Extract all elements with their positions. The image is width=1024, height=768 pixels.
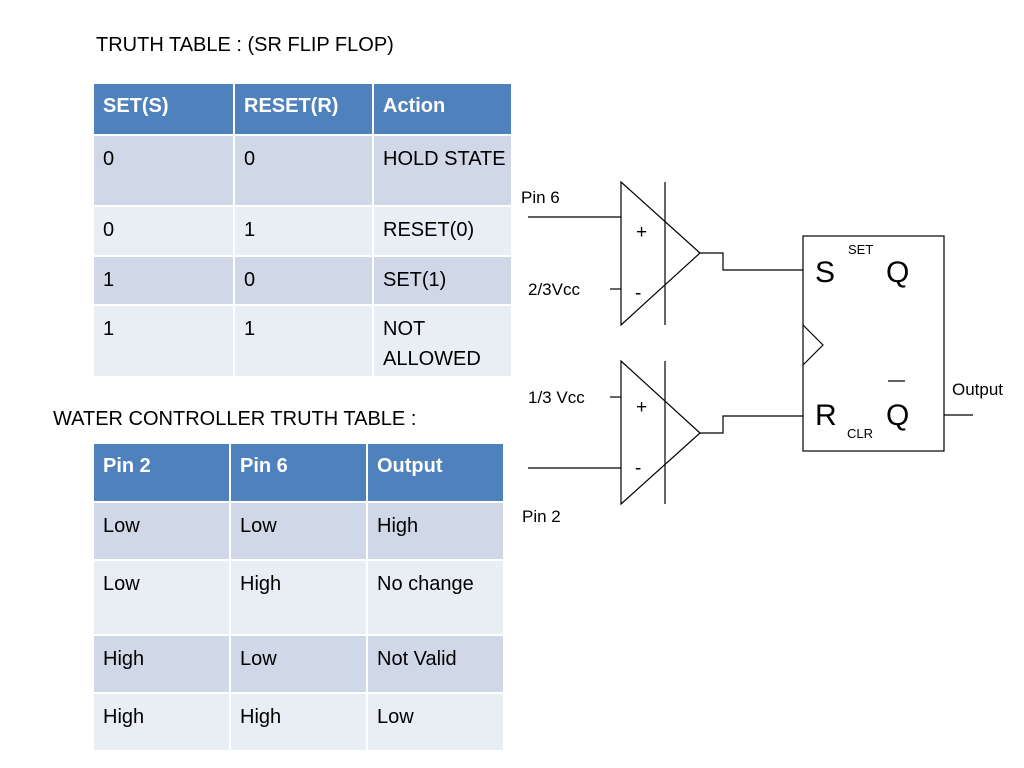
column-header: SET(S): [94, 84, 235, 136]
table-cell: High: [94, 693, 231, 752]
table-row: 0 1 RESET(0): [94, 206, 513, 257]
column-header: Action: [373, 84, 513, 136]
table-row: High Low Not Valid: [94, 635, 505, 694]
table-cell: Low: [230, 502, 368, 561]
comparator-to-set-wire: [700, 252, 803, 271]
sr-truth-table-title: TRUTH TABLE : (SR FLIP FLOP): [96, 34, 394, 56]
table-cell: High: [230, 560, 368, 636]
table-cell: 0: [234, 256, 374, 306]
table-cell: 1: [94, 256, 235, 306]
pin6-label: Pin 6: [521, 188, 560, 207]
table-row: Low High No change: [94, 560, 505, 636]
two-thirds-vcc-label: 2/3Vcc: [528, 280, 580, 299]
table-cell: SET(1): [373, 256, 513, 306]
table-cell: 0: [94, 206, 235, 257]
table-cell: HOLD STATE: [373, 135, 513, 207]
column-header: Output: [367, 444, 505, 503]
set-label: SET: [848, 242, 873, 257]
one-third-vcc-label: 1/3 Vcc: [528, 388, 585, 407]
water-controller-table-title: WATER CONTROLLER TRUTH TABLE :: [53, 408, 417, 430]
sr-flip-flop-truth-table: SET(S) RESET(R) Action 0 0 HOLD STATE 0 …: [94, 84, 513, 378]
table-cell: No change: [367, 560, 505, 636]
table-row: High High Low: [94, 693, 505, 752]
upper-plus-sign: +: [636, 222, 647, 243]
table-cell: Not Valid: [367, 635, 505, 694]
table-row: 1 0 SET(1): [94, 256, 513, 306]
upper-comparator-symbol: [620, 180, 701, 327]
table-cell: RESET(0): [373, 206, 513, 257]
clock-input-triangle: [802, 324, 824, 366]
column-header: Pin 2: [94, 444, 231, 503]
water-controller-truth-table: Pin 2 Pin 6 Output Low Low High Low High…: [94, 444, 505, 752]
lower-plus-sign: +: [636, 397, 647, 418]
table-row: Low Low High: [94, 502, 505, 561]
s-input-label: S: [815, 256, 835, 289]
table-cell: 1: [234, 206, 374, 257]
table-cell: High: [367, 502, 505, 561]
upper-minus-sign: -: [635, 283, 641, 304]
table-cell: Low: [94, 502, 231, 561]
comparator-flip-flop-circuit-diagram: Pin 6 2/3Vcc 1/3 Vcc Pin 2 + - + - S SET…: [521, 180, 1003, 526]
table-row: 1 1 NOT ALLOWED: [94, 305, 513, 378]
table-cell: 0: [94, 135, 235, 207]
clr-label: CLR: [847, 426, 873, 441]
r-input-label: R: [815, 399, 837, 432]
table-cell: NOT ALLOWED: [373, 305, 513, 378]
comparator-to-reset-wire: [700, 415, 803, 434]
sr-flip-flop-block: [802, 235, 945, 452]
table-cell: Low: [230, 635, 368, 694]
table-cell: High: [94, 635, 231, 694]
lower-minus-sign: -: [635, 458, 641, 479]
column-header: RESET(R): [234, 84, 374, 136]
q-output-label: Q: [886, 256, 909, 289]
pin2-label: Pin 2: [522, 507, 561, 526]
q-bar-output-label: Q: [886, 399, 909, 432]
table-cell: 1: [234, 305, 374, 378]
table-cell: High: [230, 693, 368, 752]
table-cell: Low: [94, 560, 231, 636]
table-header-row: Pin 2 Pin 6 Output: [94, 444, 505, 503]
table-header-row: SET(S) RESET(R) Action: [94, 84, 513, 136]
table-row: 0 0 HOLD STATE: [94, 135, 513, 207]
table-cell: 0: [234, 135, 374, 207]
lower-comparator-symbol: [620, 359, 701, 506]
column-header: Pin 6: [230, 444, 368, 503]
output-label: Output: [952, 380, 1003, 399]
table-cell: 1: [94, 305, 235, 378]
table-cell: Low: [367, 693, 505, 752]
